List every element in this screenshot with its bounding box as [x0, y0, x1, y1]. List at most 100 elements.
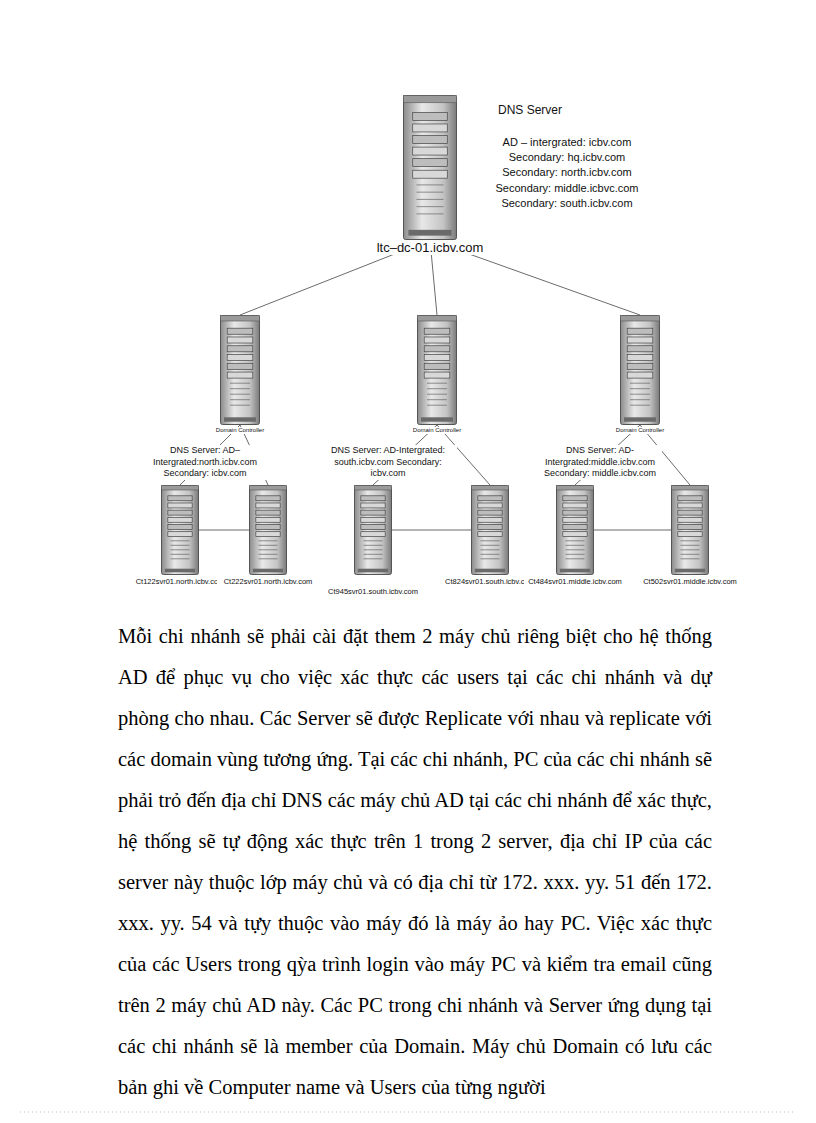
drive-bay — [361, 510, 385, 515]
drive-bay — [361, 517, 385, 522]
server-base — [165, 569, 195, 573]
server-icon — [417, 315, 457, 425]
server-case — [355, 486, 392, 575]
vent-slot — [417, 206, 444, 207]
drive-bay — [563, 532, 587, 537]
vent-slot — [364, 545, 383, 546]
drive-bay — [563, 496, 587, 501]
vent-slot — [417, 199, 444, 200]
branch-server-box: Ct824svr01.south.icbv.com — [471, 485, 509, 575]
drive-bay — [256, 517, 280, 522]
server-top — [162, 486, 199, 491]
drive-bay — [227, 328, 253, 334]
server-base — [408, 230, 451, 236]
server-top — [404, 96, 457, 103]
drive-bay — [563, 510, 587, 515]
server-icon — [403, 95, 457, 240]
vent-slot — [417, 192, 444, 193]
vent-slot — [481, 545, 500, 546]
vent-slot — [681, 558, 700, 559]
drive-bay — [256, 510, 280, 515]
drive-bay — [627, 363, 653, 369]
vent-slot — [566, 554, 585, 555]
server-case — [162, 486, 199, 575]
drive-bay — [563, 525, 587, 530]
server-top — [621, 316, 660, 322]
server-base — [421, 417, 453, 421]
vent-slot — [230, 388, 250, 389]
network-link — [594, 530, 671, 531]
vent-slot — [230, 394, 250, 395]
host-name: Ct945svr01.south.icbv.com — [322, 587, 424, 596]
server-icon — [354, 485, 392, 575]
vent-slot — [681, 540, 700, 541]
dns-zone-list: DNS Server: AD–Intergrated:north.icbv.co… — [136, 445, 274, 480]
server-icon — [249, 485, 287, 575]
drive-bay — [678, 496, 702, 501]
server-case — [250, 486, 287, 575]
drive-bay — [627, 355, 653, 361]
dns-server-box: DNS ServerAD – intergrated: icbv.com Sec… — [403, 95, 457, 240]
drive-bay — [168, 503, 192, 508]
vent-slot — [566, 558, 585, 559]
vent-slot — [417, 213, 444, 214]
drive-bay — [227, 346, 253, 352]
drive-bay — [361, 532, 385, 537]
drive-bay — [256, 503, 280, 508]
server-case — [621, 316, 660, 425]
vent-slot — [681, 545, 700, 546]
host-name: Ct122svr01.north.icbv.com — [129, 577, 231, 586]
domain-controller-box: Domain ControllerDNS Server: AD–Intergra… — [220, 315, 260, 425]
vent-slot — [230, 399, 250, 400]
drive-bay — [563, 503, 587, 508]
drive-bay — [478, 525, 502, 530]
server-top — [672, 486, 709, 491]
host-name: Ct222svr01.north.icbv.com — [217, 577, 319, 586]
vent-slot — [259, 554, 278, 555]
drive-bay — [227, 372, 253, 378]
server-top — [221, 316, 260, 322]
vent-slot — [171, 549, 190, 550]
drive-bay — [424, 355, 450, 361]
host-name: Ct502svr01.middle.icbv.com — [639, 577, 741, 586]
vent-slot — [630, 399, 650, 400]
drive-bay — [424, 337, 450, 343]
server-role: Domain Controller — [200, 427, 280, 434]
server-base — [624, 417, 656, 421]
server-case — [418, 316, 457, 425]
server-icon — [556, 485, 594, 575]
drive-bay — [256, 525, 280, 530]
server-case — [472, 486, 509, 575]
server-top — [557, 486, 594, 491]
server-role: Domain Controller — [600, 427, 680, 434]
vent-slot — [364, 554, 383, 555]
drive-bay — [168, 496, 192, 501]
drive-bay — [361, 496, 385, 501]
branch-server-box: Ct484svr01.middle.icbv.com — [556, 485, 594, 575]
server-top — [472, 486, 509, 491]
vent-slot — [630, 383, 650, 384]
branch-server-box: Ct122svr01.north.icbv.com — [161, 485, 199, 575]
vent-slot — [259, 558, 278, 559]
network-link — [392, 530, 471, 531]
server-base — [560, 569, 590, 573]
drive-bay — [424, 346, 450, 352]
dns-zone-list: DNS Server: AD-Intergrated: south.icbv.c… — [319, 445, 457, 480]
drive-bay — [678, 503, 702, 508]
vent-slot — [171, 554, 190, 555]
drive-bay — [413, 112, 448, 120]
drive-bay — [627, 328, 653, 334]
drive-bay — [678, 517, 702, 522]
drive-bay — [627, 346, 653, 352]
server-case — [221, 316, 260, 425]
domain-controller-box: Domain ControllerDNS Server: AD- Intergr… — [620, 315, 660, 425]
vent-slot — [364, 540, 383, 541]
server-role: DNS Server — [498, 103, 588, 117]
drive-bay — [478, 532, 502, 537]
host-name: Ct484svr01.middle.icbv.com — [524, 577, 626, 586]
drive-bay — [168, 532, 192, 537]
drive-bay — [478, 496, 502, 501]
drive-bay — [227, 355, 253, 361]
vent-slot — [481, 540, 500, 541]
